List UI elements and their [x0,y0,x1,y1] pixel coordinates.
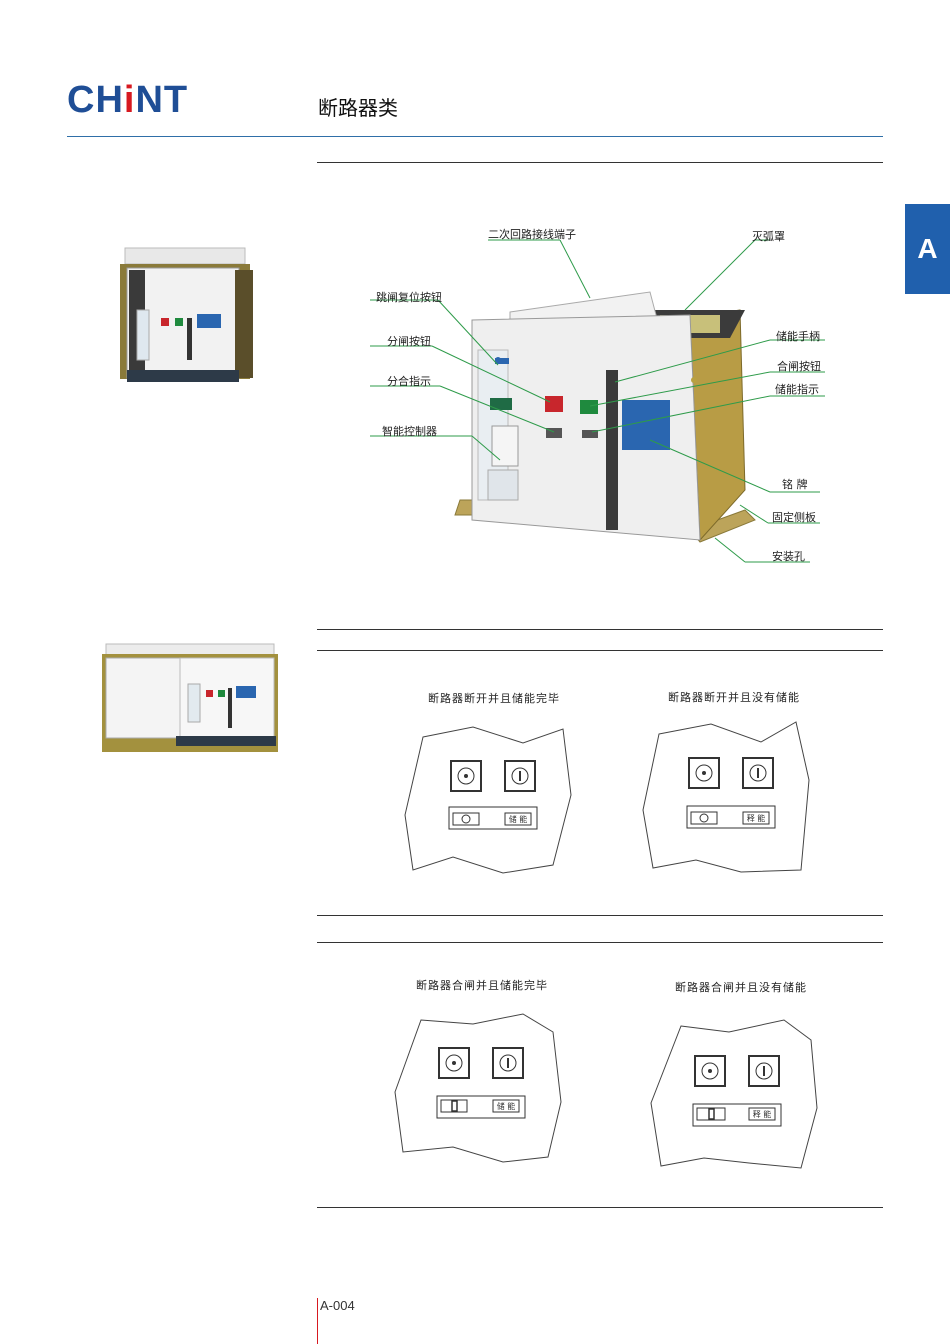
callout-charge-indicator: 储能指示 [775,383,819,396]
callout-open-close-indicator: 分合指示 [387,375,431,388]
logo-text-a: CH [67,79,124,121]
footer-marker [317,1298,318,1344]
callout-secondary-terminal: 二次回路接线端子 [488,228,576,241]
section-tab-a[interactable]: A [905,204,950,294]
charge-label: 释 能 [747,813,766,823]
logo-text-b: NT [135,79,189,121]
page-number: A-004 [320,1298,355,1313]
section-rule [317,915,883,916]
state-caption: 断路器断开并且储能完毕 [428,692,560,705]
callout-charging-handle: 储能手柄 [776,330,820,343]
logo-text-dot: i [123,79,136,121]
breaker-diagram [370,239,825,563]
section-rule [317,629,883,630]
section-rule [317,1207,883,1208]
state-panel-open-discharged: 释 能 [642,721,810,873]
section-rule [317,650,883,651]
callout-smart-controller: 智能控制器 [382,425,437,438]
chint-logo: CHiNT [67,80,188,120]
section-rule [317,162,883,163]
header-divider [67,136,883,137]
callout-arc-chute: 灭弧罩 [752,230,785,243]
callout-side-plate: 固定侧板 [772,511,816,524]
state-panel-closed-charged: 储 能 [394,1013,562,1163]
charge-label: 释 能 [753,1109,772,1119]
state-panel-open-charged: 储 能 [404,726,572,874]
breaker-photo-4pole [102,643,278,752]
state-caption: 断路器断开并且没有储能 [668,691,800,704]
charge-label: 储 能 [509,814,528,824]
breaker-photo-3pole [120,247,253,382]
charge-label: 储 能 [497,1101,516,1111]
callout-trip-reset-button: 跳闸复位按钮 [376,291,442,304]
state-caption: 断路器合闸并且储能完毕 [416,979,548,992]
state-panel-closed-discharged: 释 能 [650,1019,818,1169]
callout-open-button: 分闸按钮 [387,335,431,348]
state-caption: 断路器合闸并且没有储能 [675,981,807,994]
category-title: 断路器类 [318,96,398,120]
callout-nameplate: 铭 牌 [782,478,808,491]
callout-mount-hole: 安装孔 [772,550,805,563]
callout-close-button: 合闸按钮 [777,360,821,373]
section-rule [317,942,883,943]
